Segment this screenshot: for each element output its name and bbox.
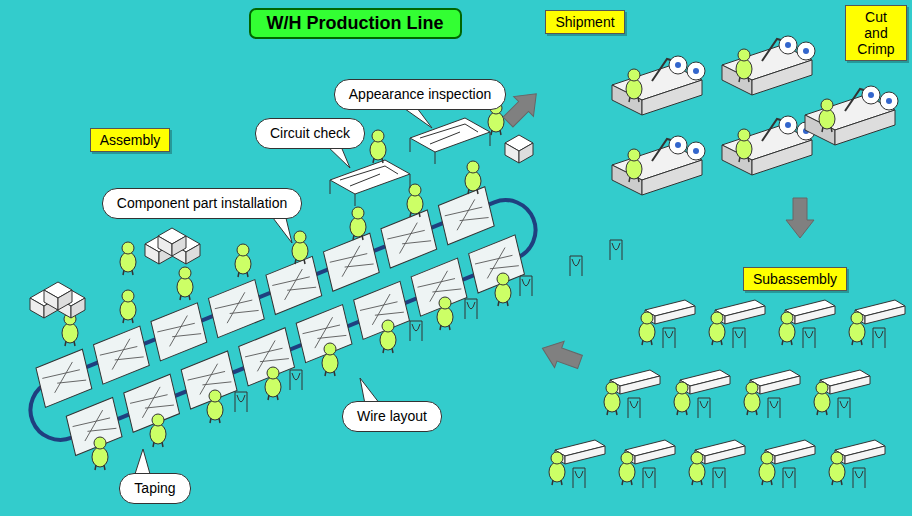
label-text: Taping [134,480,175,497]
subassembly-benches [549,300,905,488]
wire-racks [235,240,622,412]
callout-bubble: Wire layout [342,401,442,432]
label-text: Subassembly [753,271,837,287]
callout-bubble: Appearance inspection [334,79,506,110]
conveyor-line [15,174,552,465]
callout-tails [135,104,432,474]
label-text: Shipment [555,14,614,30]
label-text: Wire layout [357,408,427,425]
flow-arrows [498,84,814,375]
callout-bubble: Component part installation [102,188,302,219]
area-label: Cut and Crimp [845,5,907,61]
callout-bubble: Circuit check [255,118,365,149]
label-text: Circuit check [270,125,350,142]
callout-bubble: Taping [119,473,190,504]
title-banner: W/H Production Line [249,8,462,39]
label-text: Cut and Crimp [855,9,897,57]
area-label: Shipment [545,10,624,34]
area-label: Assembly [90,128,171,152]
area-label: Subassembly [743,267,847,291]
inspection-tables [330,102,504,206]
label-text: Component part installation [117,195,287,212]
label-text: Assembly [100,132,161,148]
parts-crates [30,135,533,318]
label-text: Appearance inspection [349,86,491,103]
workers [62,161,511,470]
